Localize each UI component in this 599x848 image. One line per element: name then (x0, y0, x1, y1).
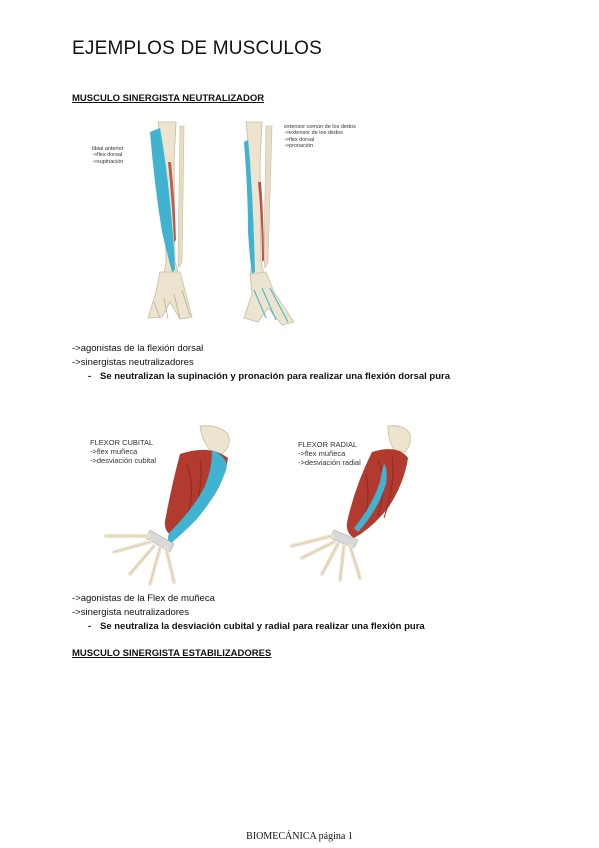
page-title: EJEMPLOS DE MUSCULOS (72, 38, 322, 59)
label-line: FLEXOR RADIAL (298, 440, 358, 449)
page-footer: BIOMECÁNICA página 1 (246, 831, 353, 842)
dash-icon: - (88, 621, 92, 632)
leg-side-illustration (243, 121, 295, 326)
forearm-flexor-radial-illustration (290, 425, 411, 582)
label-line: FLEXOR CUBITAL (90, 438, 154, 447)
label-line: ->supinación (92, 158, 124, 165)
dash-icon: - (88, 371, 92, 382)
label-tibial-anterior: tibial anterior ->flex dorsal ->supinaci… (92, 146, 124, 165)
leg-front-illustration (147, 121, 193, 320)
label-line: ->flex muñeca (298, 449, 346, 458)
bullet-text: Se neutralizan la supinación y pronación… (100, 371, 451, 382)
bullet-item: -Se neutralizan la supinación y pronació… (88, 371, 450, 382)
section-heading-neutralizador: MUSCULO SINERGISTA NEUTRALIZADOR (72, 93, 265, 104)
label-line: ->flex dorsal (92, 152, 123, 159)
bullet-item: -Se neutraliza la desviación cubital y r… (88, 621, 425, 632)
bullet-text: Se neutraliza la desviación cubital y ra… (100, 621, 425, 632)
label-line: ->desviación radial (298, 458, 361, 467)
text-line: ->agonistas de la Flex de muñeca (72, 593, 215, 604)
label-line: ->extensor de los dedos (284, 130, 343, 137)
label-flexor-cubital: FLEXOR CUBITAL ->flex muñeca ->desviació… (90, 438, 156, 465)
label-flexor-radial: FLEXOR RADIAL ->flex muñeca ->desviación… (298, 440, 361, 467)
label-extensor-comun: extensor común de los dedos ->extensor d… (284, 124, 356, 149)
text-line: ->sinergista neutralizadores (72, 607, 189, 618)
label-line: extensor común de los dedos (284, 124, 356, 130)
text-line: ->agonistas de la flexión dorsal (72, 343, 204, 354)
label-line: ->flex dorsal (284, 136, 315, 143)
forearm-flexor-cubital-illustration (104, 425, 230, 586)
label-line: ->desviación cubital (90, 456, 157, 465)
label-line: ->flex muñeca (90, 447, 138, 456)
label-line: ->pronación (284, 142, 314, 149)
section-heading-estabilizadores: MUSCULO SINERGISTA ESTABILIZADORES (72, 648, 272, 659)
text-line: ->sinergistas neutralizadores (72, 357, 194, 368)
label-line: tibial anterior (92, 146, 124, 152)
